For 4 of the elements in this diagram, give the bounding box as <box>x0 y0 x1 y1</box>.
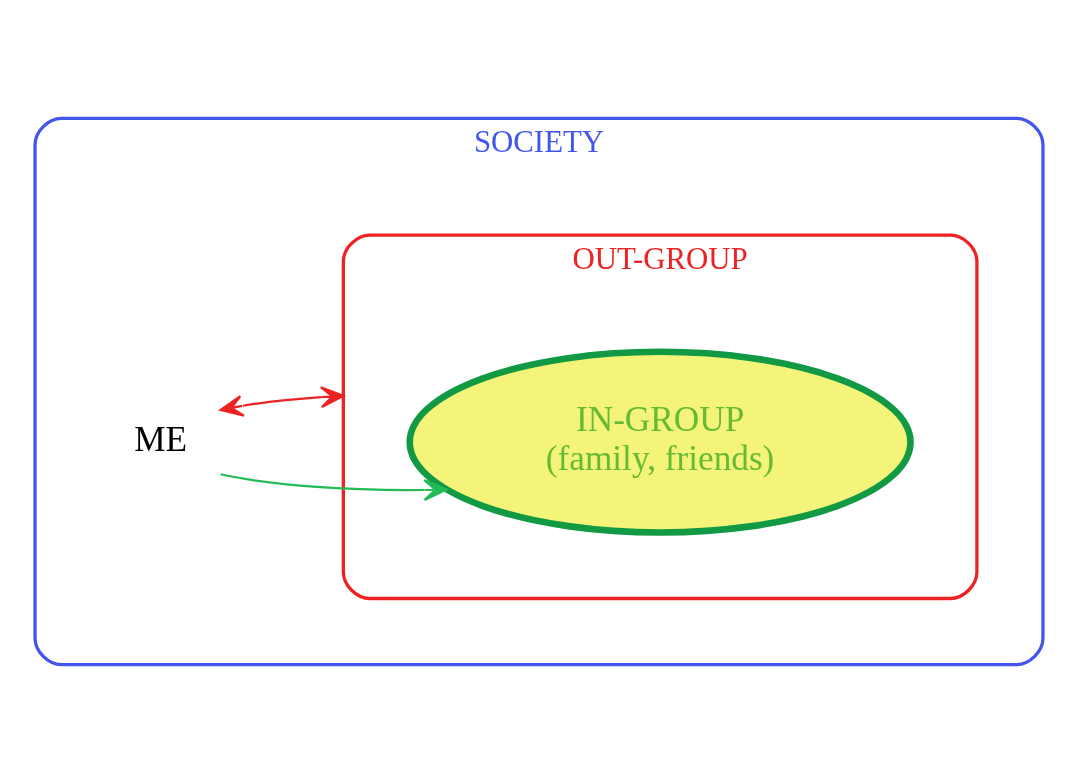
arrow <box>219 385 345 417</box>
node-text: ME <box>134 419 187 459</box>
node-ellipse: IN-GROUP (family, friends) <box>406 348 914 536</box>
arrow <box>220 472 448 501</box>
